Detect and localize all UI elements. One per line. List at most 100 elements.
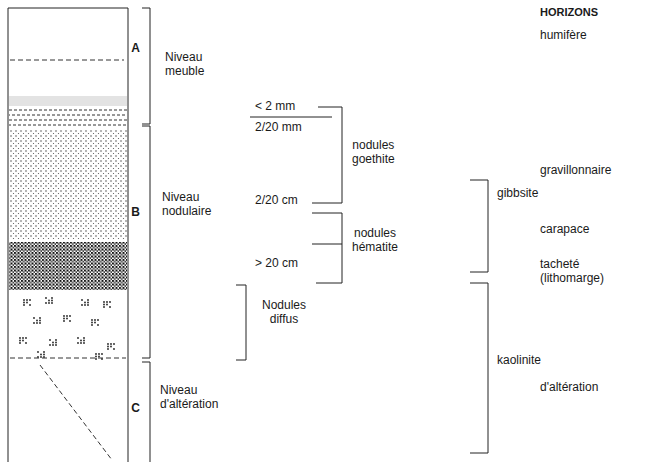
nodule-dot <box>91 319 93 321</box>
bracket <box>470 283 488 453</box>
nodule-dot <box>83 342 85 344</box>
nodule-dot <box>45 302 47 304</box>
nodule-dot <box>19 340 21 342</box>
horizon-letter: A <box>131 42 140 54</box>
nodule-dot <box>39 317 41 319</box>
scale-line <box>250 117 332 118</box>
gravel-dashes <box>9 125 127 126</box>
horizon-limit <box>10 60 124 61</box>
annotation-label: tacheté (lithomarge) <box>540 257 604 286</box>
nodule-dot <box>19 342 21 344</box>
nodule-dot <box>87 304 89 306</box>
nodule-dot <box>95 353 97 355</box>
nodule-dot <box>37 351 39 353</box>
nodule-dot <box>77 342 79 344</box>
annotation-label: carapace <box>540 222 589 236</box>
annotation-label: d'altération <box>540 380 598 394</box>
nodule-dot <box>22 340 24 342</box>
nodule-dot <box>45 297 47 299</box>
horizon-band: C <box>8 360 142 460</box>
column-side <box>128 8 129 462</box>
nodule-dot <box>55 344 57 346</box>
nodule-dot <box>107 348 109 350</box>
nodule-dot <box>103 304 105 306</box>
annotation-label: Niveau nodulaire <box>162 190 211 219</box>
nodule-dot <box>101 353 103 355</box>
annotation-label: nodules hématite <box>352 226 398 255</box>
horizon-letter: B <box>131 206 140 218</box>
bracket <box>312 213 342 283</box>
diffuse-nodules <box>19 297 115 360</box>
nodule-dot <box>91 324 93 326</box>
column-side <box>8 8 9 462</box>
nodule-dot <box>19 337 21 339</box>
nodule-dot <box>109 306 111 308</box>
nodule-dot <box>110 343 112 345</box>
nodule-dot <box>33 322 35 324</box>
annotation-label: < 2 mm <box>255 99 295 113</box>
bracket <box>142 362 150 462</box>
nodule-dot <box>98 353 100 355</box>
nodule-dot <box>87 299 89 301</box>
nodule-dot <box>106 304 108 306</box>
annotation-label: kaolinite <box>497 353 541 367</box>
nodule-dot <box>63 315 65 317</box>
nodule-dot <box>26 302 28 304</box>
nodule-dot <box>23 299 25 301</box>
nodule-dot <box>55 339 57 341</box>
nodule-dot <box>43 351 45 353</box>
bracket <box>236 285 246 360</box>
scale-line <box>312 244 342 245</box>
nodule-dot <box>52 342 54 344</box>
nodule-dot <box>43 354 45 356</box>
nodule-dot <box>52 344 54 346</box>
gravel-dashes <box>9 120 127 121</box>
nodule-dot <box>77 337 79 339</box>
nodule-dot <box>49 339 51 341</box>
nodule-dot <box>63 320 65 322</box>
nodule-dot <box>69 320 71 322</box>
annotation-label: humifère <box>540 28 587 42</box>
nodule-dot <box>40 354 42 356</box>
nodule-dot <box>26 299 28 301</box>
nodule-dot <box>95 358 97 360</box>
bracket <box>142 8 150 124</box>
grey-band <box>9 96 127 106</box>
nodule-dot <box>51 300 53 302</box>
gravel-dashes <box>9 110 127 111</box>
bracket <box>470 180 488 272</box>
nodule-dot <box>23 302 25 304</box>
nodule-dot <box>97 319 99 321</box>
nodule-dot <box>80 340 82 342</box>
nodule-dot <box>29 299 31 301</box>
column-heading: HORIZONS <box>540 6 598 19</box>
nodule-dot <box>49 344 51 346</box>
nodule-dot <box>83 340 85 342</box>
bracket <box>312 107 342 203</box>
column-top <box>8 8 128 9</box>
nodule-dot <box>87 302 89 304</box>
bracket <box>142 126 150 358</box>
nodule-dot <box>25 337 27 339</box>
nodule-dot <box>36 322 38 324</box>
nodule-dot <box>39 320 41 322</box>
horizon-limit <box>10 358 126 359</box>
nodule-dot <box>66 315 68 317</box>
nodule-dot <box>48 302 50 304</box>
gravel-stipple <box>9 130 127 240</box>
nodule-dot <box>84 304 86 306</box>
annotation-label: gibbsite <box>497 186 538 200</box>
nodule-dot <box>94 319 96 321</box>
weathering-front <box>40 365 112 460</box>
nodule-dot <box>69 315 71 317</box>
nodule-dot <box>97 324 99 326</box>
nodule-dot <box>103 301 105 303</box>
nodule-dot <box>81 304 83 306</box>
gravel-dashes <box>9 115 127 116</box>
nodule-dot <box>39 322 41 324</box>
nodule-dot <box>51 302 53 304</box>
horizon-letter: C <box>131 402 140 414</box>
nodule-dot <box>23 304 25 306</box>
nodule-dot <box>95 356 97 358</box>
